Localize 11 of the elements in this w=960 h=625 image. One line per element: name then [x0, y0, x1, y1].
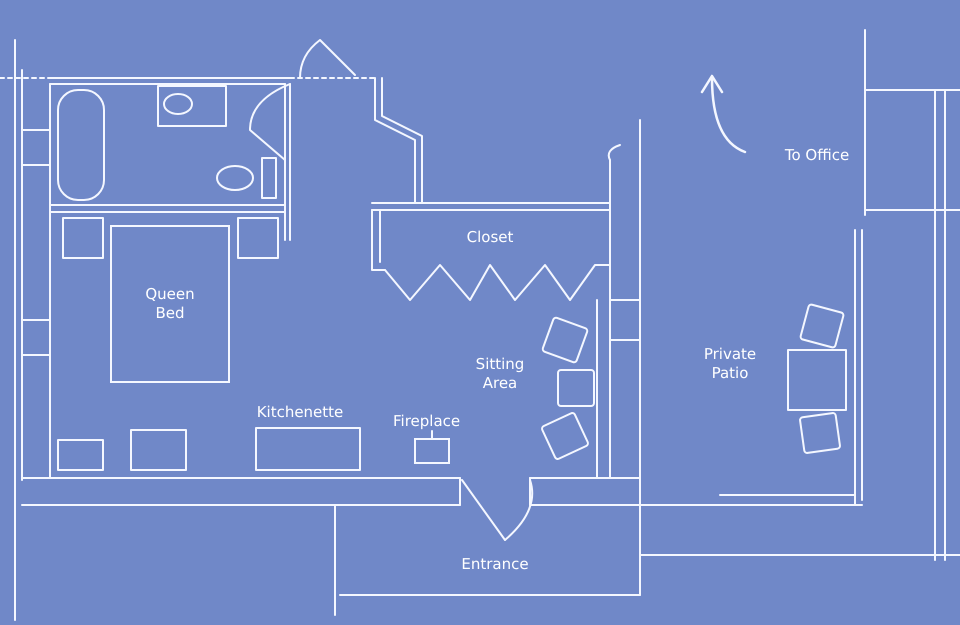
room-label: Kitchenette	[256, 403, 344, 422]
room-label: Closet	[466, 228, 514, 247]
leader-line	[431, 430, 433, 439]
room-label: Entrance	[460, 555, 530, 574]
room-label: To Office	[784, 146, 850, 165]
room-label: Fireplace	[393, 412, 460, 431]
fireplace	[414, 438, 450, 464]
bed	[110, 225, 230, 383]
room-label: Queen Bed	[144, 285, 196, 323]
room-label: Sitting Area	[474, 355, 526, 393]
room-label: Private Patio	[702, 345, 758, 383]
